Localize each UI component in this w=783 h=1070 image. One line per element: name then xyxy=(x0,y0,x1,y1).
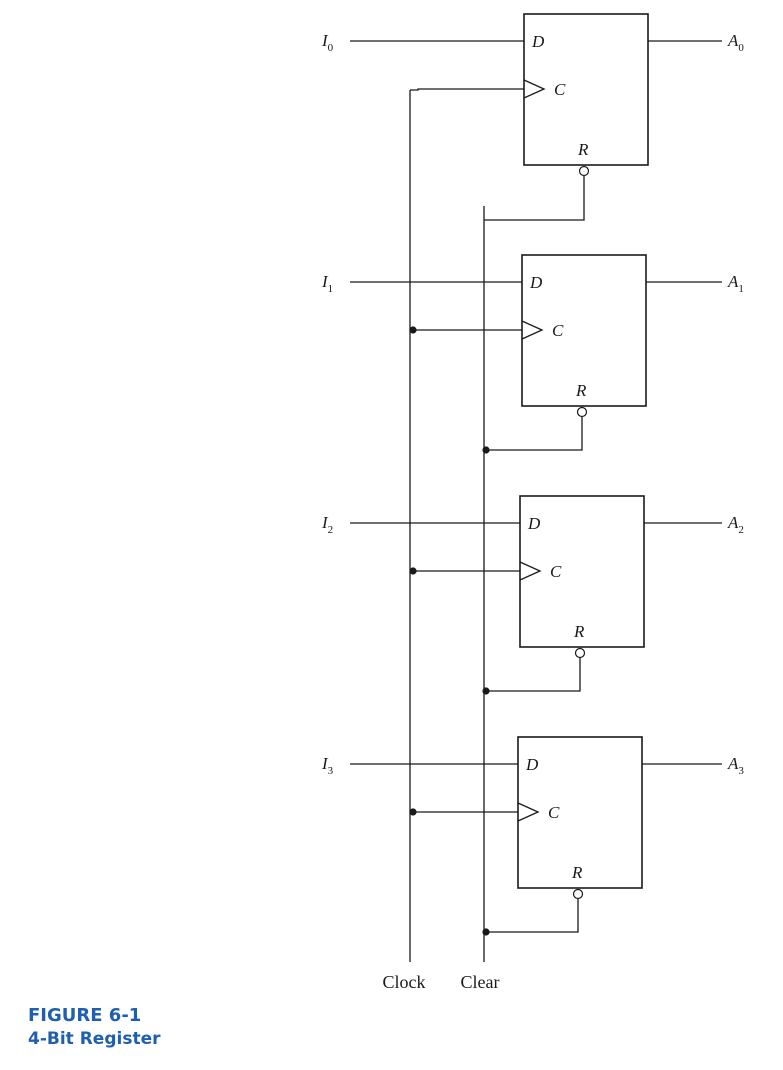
data-pin-label-0: D xyxy=(531,32,545,51)
clear-wire-1 xyxy=(484,416,583,451)
clear-wire-0 xyxy=(484,175,585,221)
clear-junction-dot-2 xyxy=(482,687,490,695)
clock-pin-label-0: C xyxy=(554,80,566,99)
output-label-0: A0 xyxy=(727,31,744,54)
clear-junction-dot-1 xyxy=(482,446,490,454)
clear-bus-label: Clear xyxy=(461,972,500,992)
clock-triangle-1 xyxy=(521,320,544,340)
figure-number: FIGURE 6-1 xyxy=(28,1005,142,1026)
reset-pin-label-2: R xyxy=(573,622,585,641)
clear-junction-dot-3 xyxy=(482,928,490,936)
clear-wire-3 xyxy=(484,898,579,933)
input-label-2: I2 xyxy=(321,513,333,536)
reset-bubble-3 xyxy=(572,888,584,900)
clock-junction-dot-1 xyxy=(409,326,417,334)
output-label-2: A2 xyxy=(727,513,744,536)
figure-title: 4-Bit Register xyxy=(28,1029,161,1049)
reset-pin-label-0: R xyxy=(577,140,589,159)
clear-wire-2 xyxy=(484,657,581,692)
clock-bus-label: Clock xyxy=(383,972,426,992)
output-label-3: A3 xyxy=(727,754,744,777)
reset-pin-label-3: R xyxy=(571,863,583,882)
data-pin-label-1: D xyxy=(529,273,543,292)
clock-triangle-0 xyxy=(523,79,546,99)
data-pin-label-2: D xyxy=(527,514,541,533)
reset-pin-label-1: R xyxy=(575,381,587,400)
reset-bubble-2 xyxy=(574,647,586,659)
clock-wire-0 xyxy=(410,88,524,91)
output-label-1: A1 xyxy=(727,272,744,295)
data-pin-label-3: D xyxy=(525,755,539,774)
clock-triangle-2 xyxy=(519,561,542,581)
clock-pin-label-1: C xyxy=(552,321,564,340)
clock-pin-label-3: C xyxy=(548,803,560,822)
input-label-1: I1 xyxy=(321,272,333,295)
clock-pin-label-2: C xyxy=(550,562,562,581)
figure-caption: FIGURE 6-1 4-Bit Register xyxy=(28,1004,161,1050)
clock-triangle-3 xyxy=(517,802,540,822)
clock-junction-dot-3 xyxy=(409,808,417,816)
input-label-0: I0 xyxy=(321,31,334,54)
flip-flop-2 xyxy=(519,495,645,648)
reset-bubble-0 xyxy=(578,165,590,177)
reset-bubble-1 xyxy=(576,406,588,418)
clock-junction-dot-2 xyxy=(409,567,417,575)
flip-flop-3 xyxy=(517,736,643,889)
input-label-3: I3 xyxy=(321,754,334,777)
